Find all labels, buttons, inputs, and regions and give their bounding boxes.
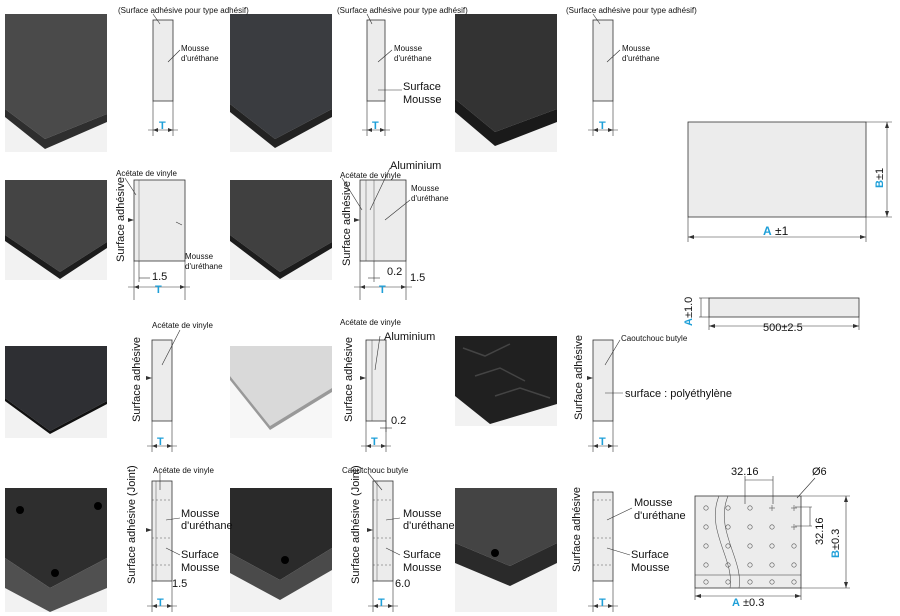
urethane-label-8a: Mousse: [634, 497, 673, 509]
thickness-t-7: T: [371, 436, 378, 448]
dim-0-2-b: 0.2: [391, 415, 407, 427]
vinyl-acetate-label-1: Acétate de vinyle: [116, 169, 177, 178]
photo-joint-foam-2: [230, 488, 332, 612]
vinyl-acetate-label-5: Acétate de vinyle: [153, 466, 214, 475]
plate-b-tolerance: ±1: [874, 167, 886, 181]
adhesive-surface-label-4: Surface adhésive: [343, 337, 355, 422]
urethane-label-6a: Mousse: [181, 508, 220, 520]
thickness-t-9: T: [157, 597, 164, 609]
adhesive-surface-label-1: Surface adhésive: [115, 177, 127, 262]
perf-a-dim: A ±0.3: [732, 597, 764, 609]
thickness-t-6: T: [157, 436, 164, 448]
strip-a-tolerance: ±1.0: [683, 296, 695, 319]
perf-a-symbol: A: [732, 597, 740, 609]
photo-urethane-foam-dark: [230, 14, 332, 152]
urethane-label-4b: d'uréthane: [185, 262, 223, 271]
dim-6-0: 6.0: [395, 578, 411, 590]
foam-surface-label-1a: Surface: [403, 81, 441, 93]
urethane-label-2a: Mousse: [394, 44, 423, 53]
adhesive-surface-joint-label-2: Surface adhésive (Joint): [350, 465, 362, 584]
thickness-t-8: T: [599, 436, 606, 448]
thickness-t-10: T: [378, 597, 385, 609]
photo-joint-foam-3: [455, 488, 557, 612]
adhesive-surface-label-2: Surface adhésive: [341, 181, 353, 266]
plate-a-dim: A ±1: [763, 225, 788, 238]
strip-length-dim: 500±2.5: [763, 322, 803, 334]
polyethylene-label: surface : polyéthylène: [625, 388, 733, 400]
urethane-label-5b: d'uréthane: [411, 194, 449, 203]
photo-urethane-foam-grey: [5, 14, 107, 152]
adhesive-surface-label-3: Surface adhésive: [131, 337, 143, 422]
urethane-label-8b: d'uréthane: [634, 510, 686, 522]
foam-surface-label-2b: Mousse: [181, 562, 220, 574]
perf-pitch-y: 32.16: [814, 517, 826, 545]
photo-joint-foam-1: [5, 488, 107, 612]
urethane-label-5a: Mousse: [411, 184, 440, 193]
strip-a-dim: A±1.0: [683, 297, 695, 326]
urethane-label-4a: Mousse: [185, 252, 214, 261]
plate-b-symbol: B: [874, 180, 886, 188]
dim-1-5-b: 1.5: [410, 272, 426, 284]
urethane-label-7b: d'uréthane: [403, 520, 455, 532]
thickness-t-2: T: [372, 120, 379, 132]
photo-aluminium-sheet: [230, 346, 332, 438]
perf-b-symbol: B: [830, 550, 842, 558]
dim-1-5-c: 1.5: [172, 578, 188, 590]
adhesive-surface-label-6: Surface adhésive: [571, 487, 583, 572]
thickness-t-1: T: [159, 120, 166, 132]
foam-surface-label-4a: Surface: [631, 549, 669, 561]
urethane-label-1b: d'uréthane: [181, 54, 219, 63]
aluminium-label-1: Aluminium: [390, 160, 442, 172]
photo-urethane-foam-black: [455, 14, 557, 152]
butyl-rubber-label-1: Caoutchouc butyle: [621, 334, 688, 343]
foam-surface-label-3a: Surface: [403, 549, 441, 561]
perf-b-tolerance: ±0.3: [830, 528, 842, 551]
plate-b-dim: B±1: [874, 168, 887, 188]
adhesive-surface-joint-label-1: Surface adhésive (Joint): [126, 465, 138, 584]
thickness-t-4: T: [155, 284, 162, 296]
urethane-label-3b: d'uréthane: [622, 54, 660, 63]
butyl-rubber-label-2: Caoutchouc butyle: [342, 466, 409, 475]
adhesive-note-3: (Surface adhésive pour type adhésif): [566, 6, 697, 15]
photo-aluminium-foam: [230, 180, 332, 280]
perf-a-tolerance: ±0.3: [743, 597, 765, 609]
foam-surface-label-4b: Mousse: [631, 562, 670, 574]
photo-vinyl-acetate-foam: [5, 180, 107, 280]
perf-pitch-x: 32.16: [731, 466, 759, 478]
urethane-label-2b: d'uréthane: [394, 54, 432, 63]
thickness-t-11: T: [599, 597, 606, 609]
urethane-label-3a: Mousse: [622, 44, 651, 53]
plate-a-tolerance: ±1: [775, 224, 789, 238]
urethane-label-1a: Mousse: [181, 44, 210, 53]
foam-surface-label-3b: Mousse: [403, 562, 442, 574]
foam-surface-label-1b: Mousse: [403, 94, 442, 106]
urethane-label-6b: d'uréthane: [181, 520, 233, 532]
dim-1-5-a: 1.5: [152, 271, 168, 283]
strip-a-symbol: A: [683, 318, 695, 326]
aluminium-label-2: Aluminium: [384, 331, 436, 343]
plate-a-symbol: A: [763, 224, 772, 238]
photo-vinyl-acetate-sheet: [5, 346, 107, 438]
urethane-label-7a: Mousse: [403, 508, 442, 520]
dim-0-2-a: 0.2: [387, 266, 403, 278]
thickness-t-3: T: [599, 120, 606, 132]
vinyl-acetate-label-3: Acétate de vinyle: [152, 321, 213, 330]
vinyl-acetate-label-2: Acétate de vinyle: [340, 171, 401, 180]
vinyl-acetate-label-4: Acétate de vinyle: [340, 318, 401, 327]
thickness-t-5: T: [379, 284, 386, 296]
adhesive-note-1: (Surface adhésive pour type adhésif): [118, 6, 249, 15]
perf-hole-dia: Ø6: [812, 466, 827, 478]
perf-b-dim: B±0.3: [830, 529, 842, 558]
foam-surface-label-2a: Surface: [181, 549, 219, 561]
adhesive-surface-label-5: Surface adhésive: [573, 335, 585, 420]
photo-butyl-rubber-sheet: [455, 336, 557, 426]
adhesive-note-2: (Surface adhésive pour type adhésif): [337, 6, 468, 15]
